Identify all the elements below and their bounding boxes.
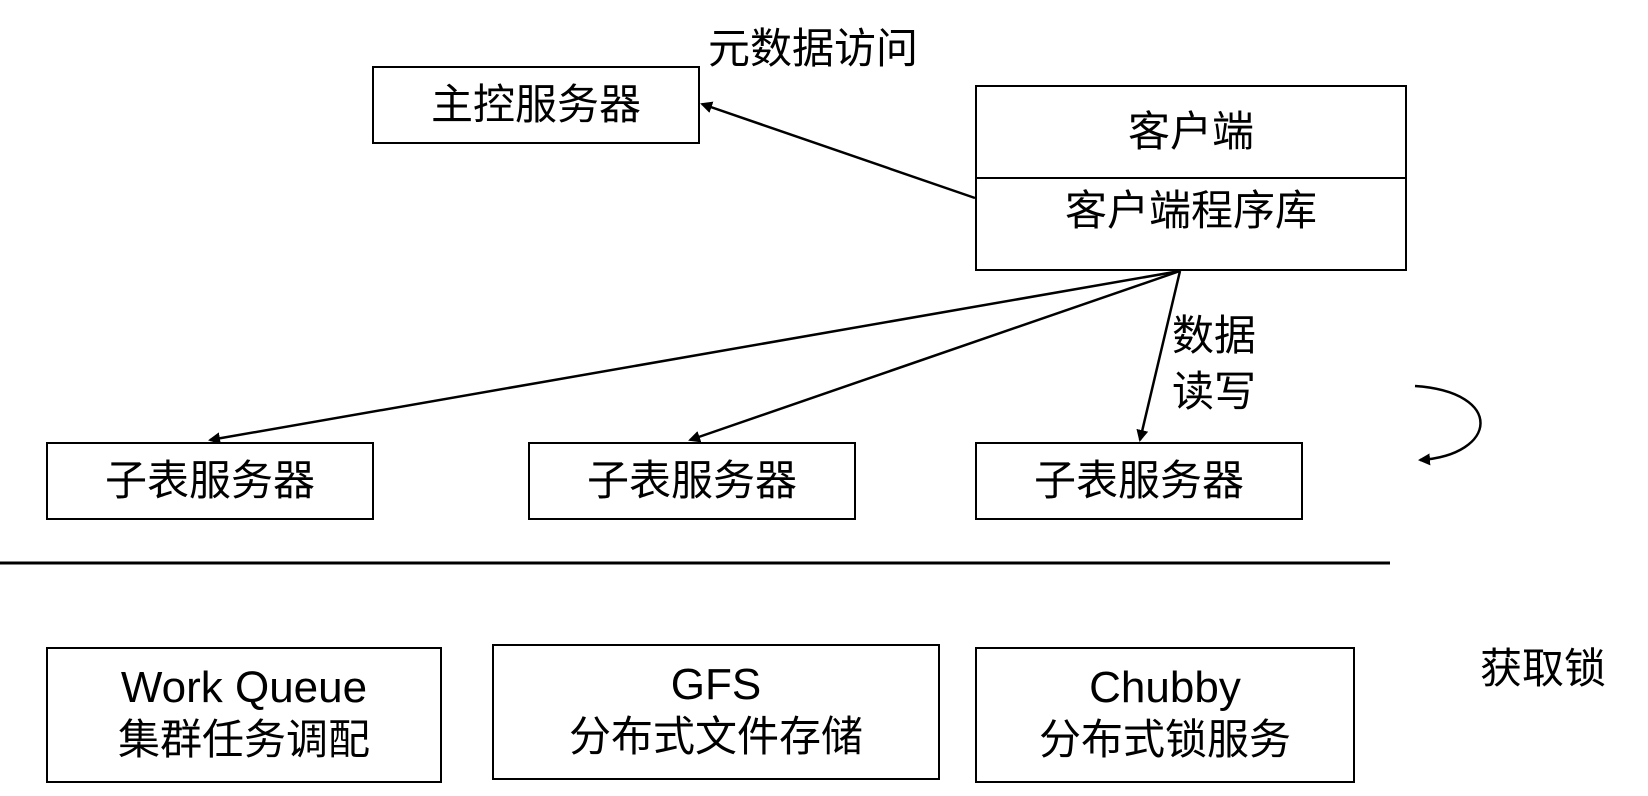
tablet-server-label: 子表服务器 (104, 455, 315, 505)
service-box-chubby: Chubby 分布式锁服务 (975, 647, 1355, 783)
tablet-server-box: 子表服务器 (46, 442, 374, 520)
tablet-server-box: 子表服务器 (975, 442, 1303, 520)
service-desc: 分布式文件存储 (568, 712, 863, 762)
data-rw-label-line1: 数据 (1172, 311, 1257, 360)
service-name: Work Queue (120, 663, 368, 713)
master-server-label: 主控服务器 (430, 79, 641, 129)
service-name: GFS (670, 660, 762, 710)
service-box-gfs: GFS 分布式文件存储 (492, 644, 940, 780)
master-server-box: 主控服务器 (372, 66, 700, 144)
acquire-lock-label: 获取锁 (1480, 644, 1607, 693)
tablet-server-box: 子表服务器 (528, 442, 856, 520)
metadata-access-label: 元数据访问 (708, 24, 919, 73)
arrow-data-tablet-1 (208, 269, 1181, 445)
client-title: 客户端 (1127, 106, 1254, 156)
client-box: 客户端 客户端程序库 (975, 85, 1407, 271)
tablet-server-label: 子表服务器 (586, 455, 797, 505)
client-library-section: 客户端程序库 (977, 179, 1405, 243)
service-name: Chubby (1089, 663, 1241, 713)
arrow-data-tablet-2 (688, 269, 1181, 443)
data-rw-label-line2: 读写 (1172, 367, 1257, 416)
service-desc: 集群任务调配 (117, 715, 370, 765)
client-title-section: 客户端 (977, 87, 1405, 179)
arrow-data-tablet-3 (1136, 270, 1182, 442)
arrow-lock (1414, 384, 1482, 466)
service-box-work-queue: Work Queue 集群任务调配 (46, 647, 442, 783)
arrow-metadata (700, 101, 976, 200)
client-library-label: 客户端程序库 (1064, 185, 1317, 235)
tablet-server-label: 子表服务器 (1033, 455, 1244, 505)
service-desc: 分布式锁服务 (1038, 715, 1291, 765)
